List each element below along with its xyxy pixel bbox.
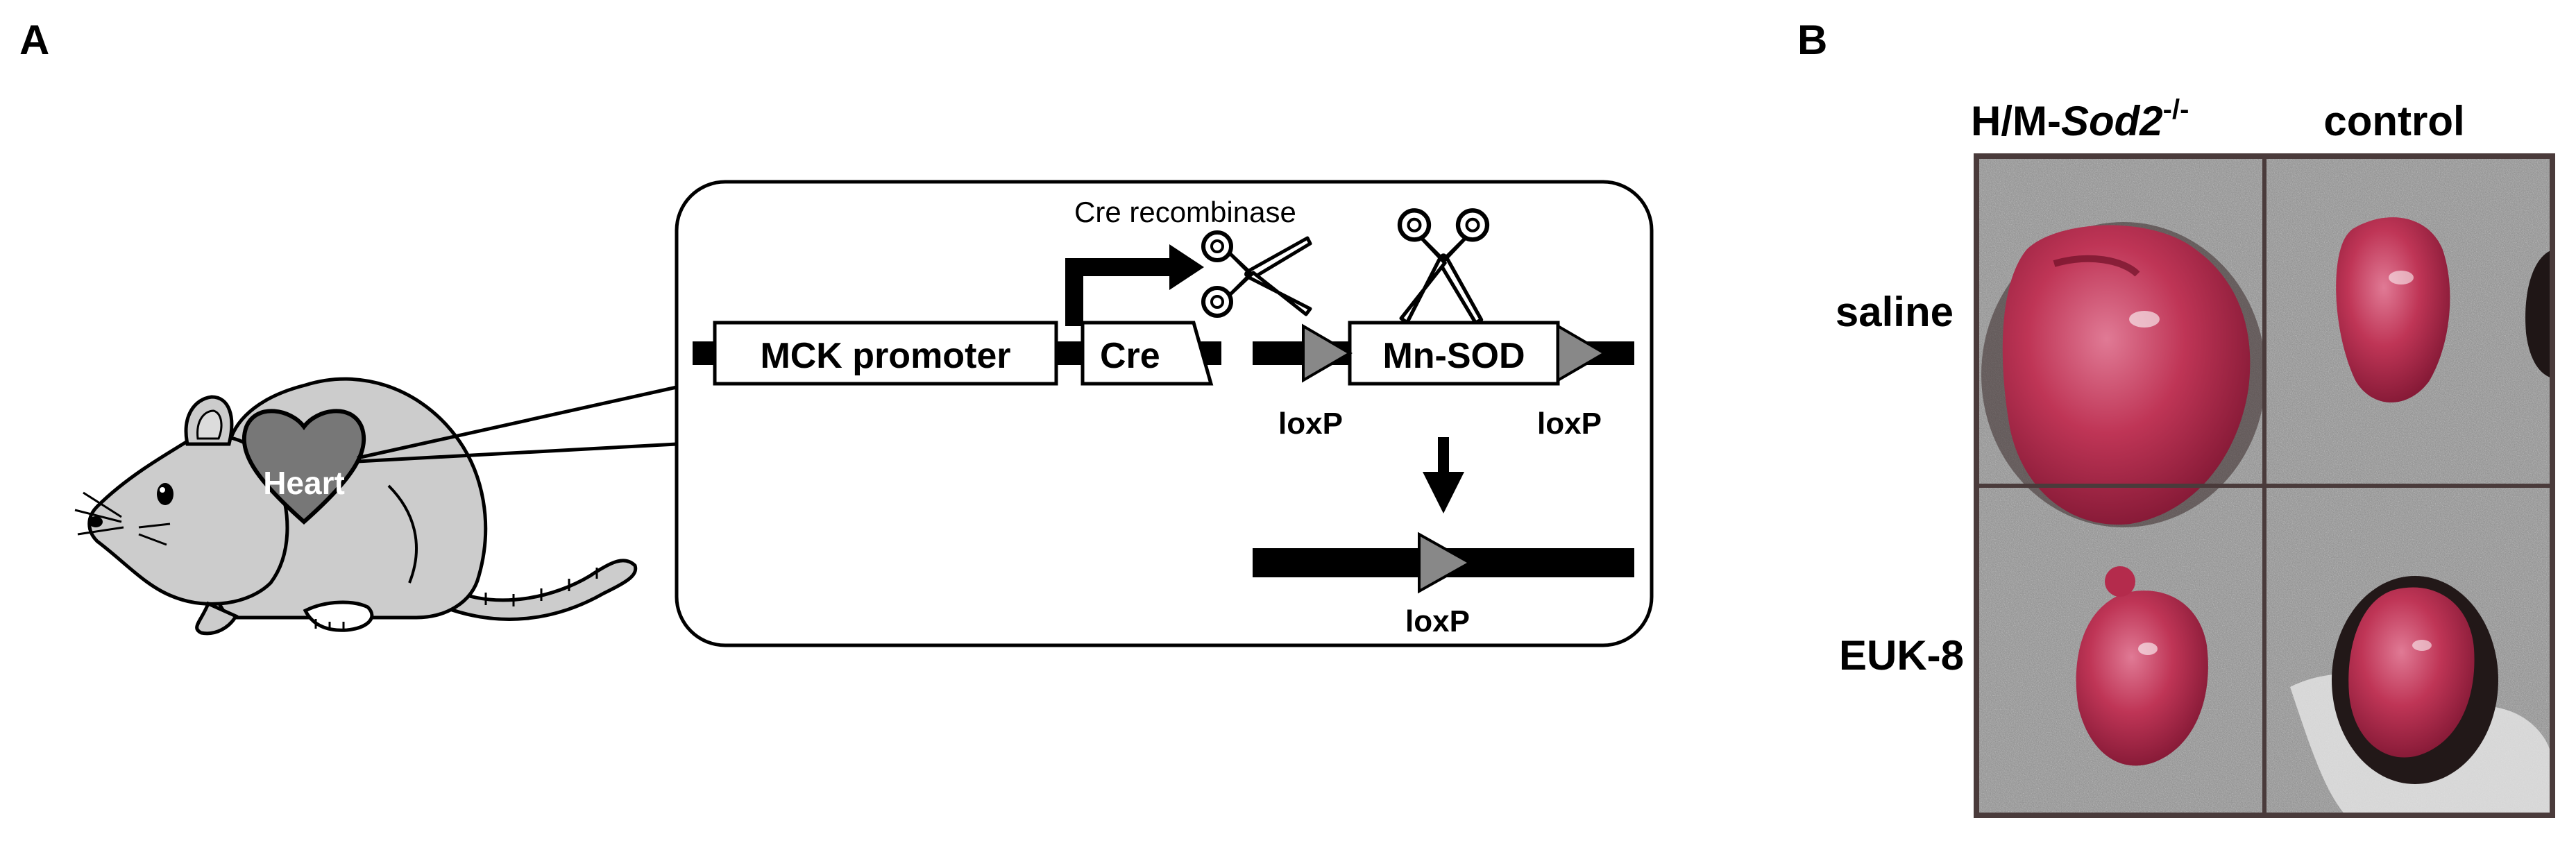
loxp-label-right: loxP bbox=[1537, 407, 1602, 441]
mn-sod-label: Mn-SOD bbox=[1382, 336, 1525, 376]
loxp-site-right bbox=[1557, 323, 1607, 383]
panel-b-label: B bbox=[1797, 17, 1827, 63]
heart-icon: Heart bbox=[242, 409, 366, 525]
zoom-line-top bbox=[357, 385, 677, 460]
mck-promoter-label: MCK promoter bbox=[760, 336, 1010, 376]
heart-tissue-knockout-euk8 bbox=[2076, 591, 2208, 766]
loxp-label-result: loxP bbox=[1405, 604, 1470, 638]
heart-label: Heart bbox=[263, 465, 345, 501]
column-header-knockout: H/M-Sod2-/- bbox=[1971, 94, 2189, 144]
photo-grid bbox=[1974, 153, 2555, 818]
cre-label: Cre bbox=[1100, 336, 1160, 376]
heart-tissue-control-saline bbox=[2336, 217, 2450, 402]
row-label-saline: saline bbox=[1836, 289, 1954, 335]
loxp-site-result bbox=[1418, 532, 1473, 594]
row-label-euk8: EUK-8 bbox=[1839, 632, 1964, 679]
panel-a-label: A bbox=[19, 17, 49, 63]
heart-tissue-control-euk8 bbox=[2348, 587, 2475, 758]
cre-box bbox=[1081, 321, 1214, 386]
arrow-right-icon bbox=[1065, 244, 1204, 326]
construct-box bbox=[675, 180, 1654, 647]
arrow-down-icon bbox=[1423, 437, 1464, 513]
loxp-label-left: loxP bbox=[1278, 407, 1343, 441]
cre-recombinase-label: Cre recombinase bbox=[1074, 196, 1296, 228]
mck-promoter-box bbox=[713, 321, 1058, 386]
loxp-site-left bbox=[1302, 323, 1353, 383]
zoom-line-bottom bbox=[357, 442, 677, 464]
heart-tissue-knockout-saline bbox=[2002, 225, 2251, 525]
column-header-control: control bbox=[2323, 98, 2464, 144]
